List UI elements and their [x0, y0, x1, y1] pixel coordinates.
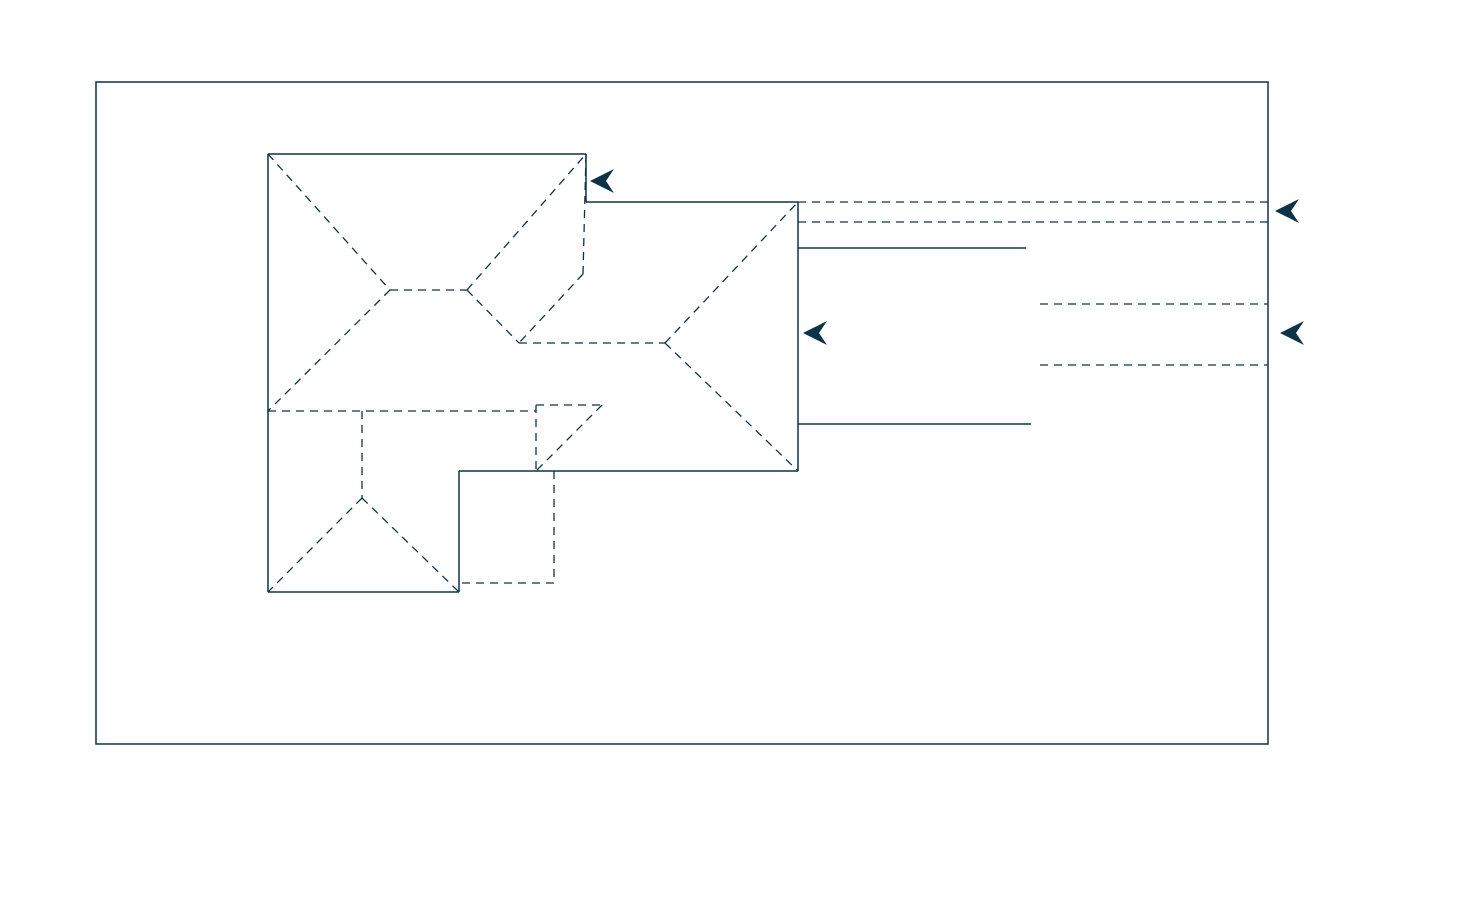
arrowhead-left-icon: [1275, 199, 1299, 223]
arrowhead-left-icon: [803, 321, 827, 345]
hip-and-ridge-lines: [267, 153, 799, 593]
site-boundary: [95, 81, 1269, 745]
arrowhead-left-icon: [590, 169, 614, 193]
direction-arrows: [590, 169, 1304, 345]
driveway-edges: [798, 201, 1268, 425]
building-outline: [267, 153, 799, 593]
arrowhead-left-icon: [1280, 321, 1304, 345]
